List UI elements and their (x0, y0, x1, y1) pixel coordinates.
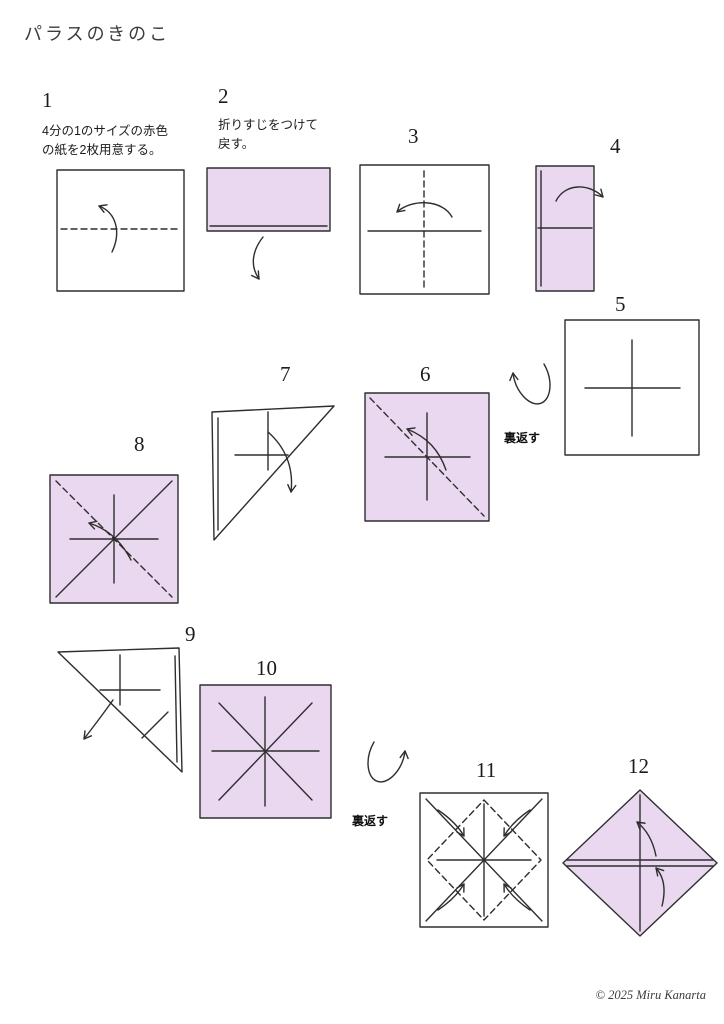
flip-loop-arrow-icon (367, 741, 409, 783)
unfold-arrow (267, 431, 297, 493)
fold-line-dashed (55, 480, 173, 598)
step-1-caption: 4分の1のサイズの赤色 の紙を2枚用意する。 (42, 124, 169, 158)
step-1-diagram (56, 169, 185, 292)
fold-line-dashed-diamond (426, 799, 542, 921)
step-8-diagram (49, 474, 179, 604)
step-6-number: 6 (420, 362, 431, 386)
flip-over-icon-1 (509, 363, 551, 405)
step-5-number: 5 (615, 292, 626, 316)
step-3-diagram (359, 164, 490, 295)
fold-arrow-bottom-left (437, 883, 465, 911)
fold-line-dashed (369, 397, 485, 517)
fold-arrow-top-right (503, 809, 531, 837)
paper-triangle (211, 405, 335, 541)
step-10-diagram (199, 684, 332, 819)
step-2-number: 2 (218, 84, 229, 108)
page-title: パラスのきのこ (24, 24, 171, 44)
step-9-diagram (57, 647, 183, 773)
step-7-diagram (211, 405, 335, 541)
crease-diagonal (141, 711, 169, 739)
paper-square (56, 169, 185, 292)
fold-arrow (636, 821, 657, 857)
flip-over-label-1: 裏返す (504, 431, 541, 445)
step-12-diagram (562, 789, 718, 937)
flip-over-label-2: 裏返す (352, 814, 389, 828)
flip-loop-arrow-icon (509, 363, 551, 405)
paper-triangle (57, 647, 183, 773)
step-9-number: 9 (185, 622, 196, 646)
step-11-diagram (419, 792, 549, 928)
step-11-number: 11 (476, 758, 497, 782)
fold-arrow (396, 202, 453, 218)
step-4-number: 4 (610, 134, 621, 158)
step-1-number: 1 (42, 88, 53, 112)
step-12-number: 12 (628, 754, 649, 778)
fold-arrow-top-left (437, 809, 465, 837)
paper-folded-rect (206, 167, 331, 232)
paper-square (419, 792, 549, 928)
step-8-number: 8 (134, 432, 145, 456)
fold-arrow (406, 427, 447, 471)
step-2-diagram (206, 167, 331, 280)
fold-arrow (88, 520, 132, 561)
step-2-caption: 折りすじをつけて 戻す。 (218, 118, 319, 152)
unfold-arrow (83, 699, 114, 740)
layer-edge-line (174, 655, 178, 763)
crease-diagonal (218, 702, 313, 801)
paper-square (564, 319, 700, 456)
unfold-arrow (251, 236, 264, 280)
unfold-arrow (555, 186, 604, 202)
fold-arrow (98, 204, 118, 253)
fold-arrow (655, 867, 665, 907)
flip-over-icon-2 (367, 741, 409, 783)
step-3-number: 3 (408, 124, 419, 148)
step-5-diagram (564, 319, 700, 456)
step-4-diagram (535, 165, 604, 292)
fold-arrow-bottom-right (503, 883, 531, 911)
copyright-notice: © 2025 Miru Kanarta (595, 988, 706, 1002)
step-10-number: 10 (256, 656, 277, 680)
paper-square (359, 164, 490, 295)
step-7-number: 7 (280, 362, 291, 386)
step-6-diagram (364, 392, 490, 522)
